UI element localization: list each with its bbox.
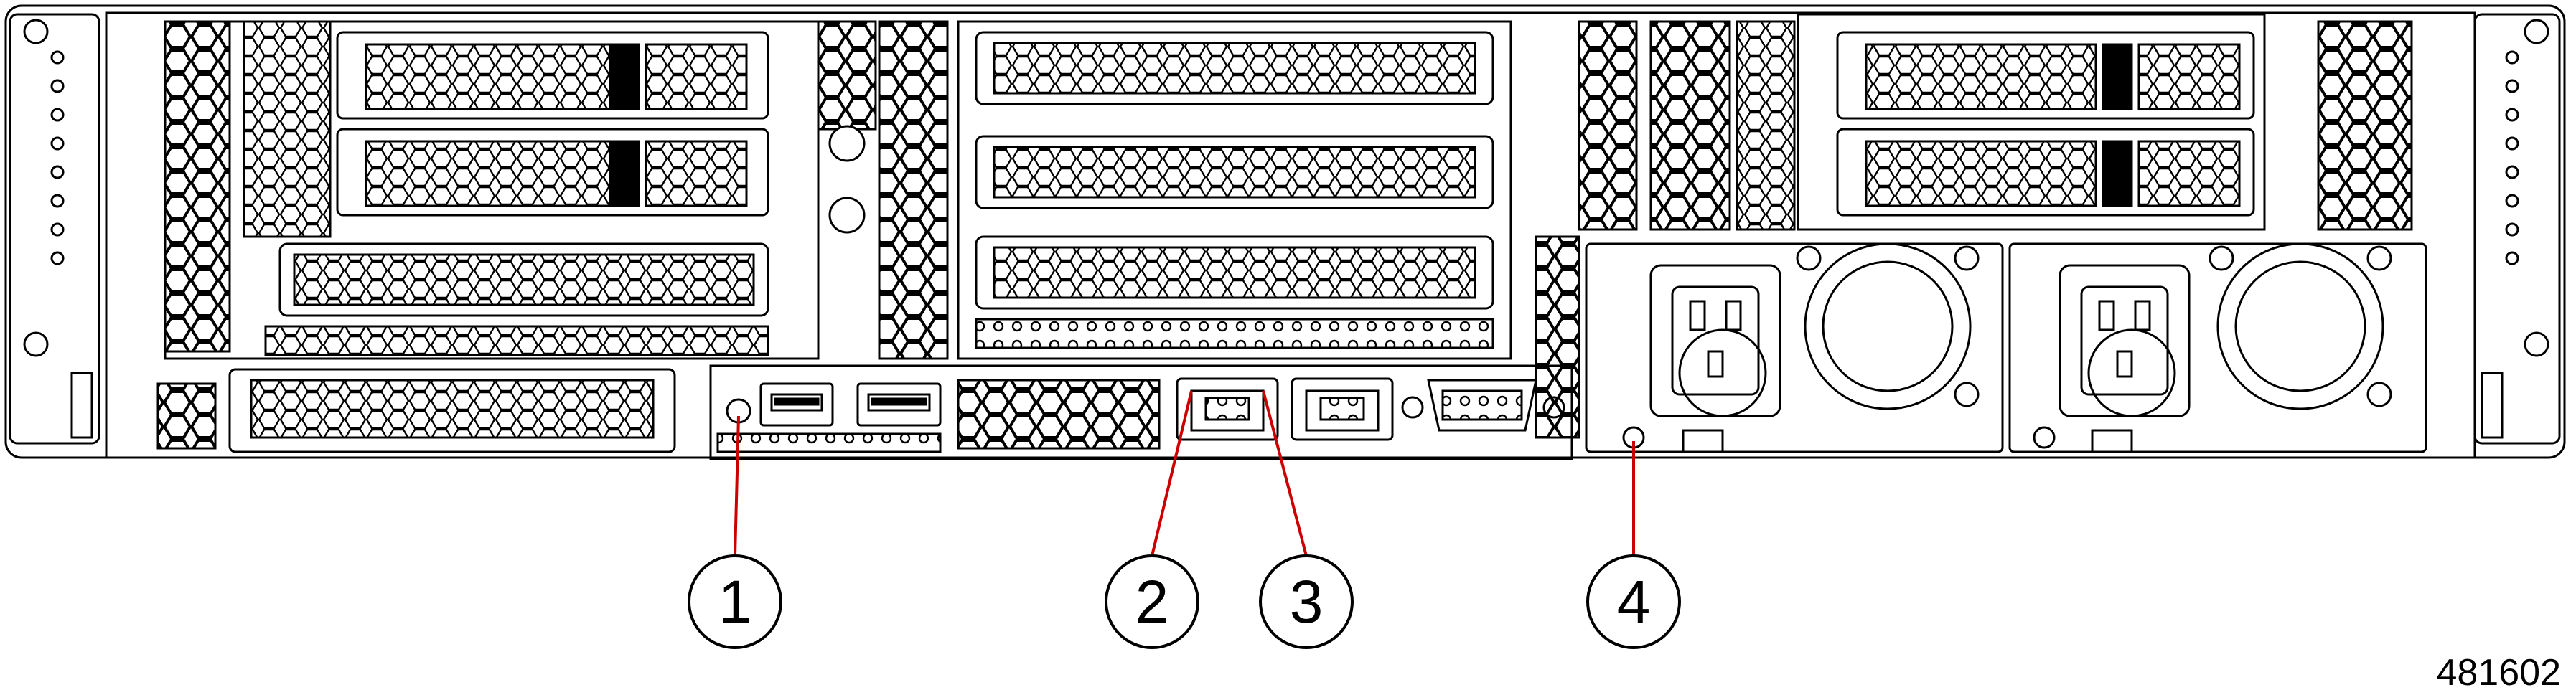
right-riser-vent-b (1649, 20, 1731, 231)
usb-port-2[interactable] (856, 382, 942, 427)
vga-screw-left (1401, 396, 1424, 419)
riser-thumbscrew-2 (828, 197, 866, 234)
psu2-status-led (2033, 426, 2056, 449)
left-riser (164, 20, 820, 360)
right-riser (1535, 13, 2413, 439)
pcie-slot-center-2 (975, 135, 1494, 209)
psu1-handle[interactable] (1682, 429, 1724, 453)
center-riser-vent-column (878, 20, 949, 360)
callouts: 1 2 3 4 (688, 554, 1681, 649)
callout-4: 4 (1586, 554, 1681, 649)
center-vent-block (957, 379, 1161, 450)
leader-line-2 (1151, 390, 1193, 557)
center-riser-vent-left (817, 20, 877, 131)
pcie-slot-center-3 (975, 235, 1494, 310)
pcie-slot-left-full (278, 242, 769, 317)
right-riser-vent-a (1578, 20, 1638, 231)
right-side-vent (1535, 235, 1580, 439)
psu2-fan-icon (2209, 242, 2392, 410)
chassis (4, 4, 2566, 459)
power-supply-1 (1585, 242, 2004, 453)
psu1-fan-icon (1796, 242, 1980, 410)
left-riser-bottom-vent (264, 325, 769, 356)
usb-port-1[interactable] (759, 382, 834, 427)
callout-label-2: 2 (1135, 568, 1169, 635)
io-panel-bottom-vents (716, 432, 942, 453)
left-ear-screw-icon (23, 19, 49, 44)
rear-drive-bay-2[interactable] (336, 128, 769, 217)
right-ear-vent-holes (2505, 50, 2519, 265)
psu1-retention-clip (1678, 328, 1767, 417)
power-supply-2 (2008, 242, 2427, 453)
callout-leaders (734, 390, 1635, 557)
management-ethernet-port[interactable] (1176, 377, 1279, 441)
io-panel (709, 364, 1573, 460)
rear-drive-bay-4[interactable] (1836, 128, 2255, 217)
leader-line-1 (734, 415, 740, 557)
callout-label-3: 3 (1290, 568, 1324, 635)
left-riser-vent-top (243, 20, 332, 238)
riser-thumbscrew-1 (828, 125, 866, 162)
rear-drive-bay-3[interactable] (1836, 31, 2255, 120)
right-riser-vent-d (2317, 20, 2413, 231)
psu2-handle[interactable] (2091, 429, 2133, 453)
right-rack-ear (2473, 13, 2561, 445)
ethernet-port[interactable] (1291, 377, 1394, 441)
right-ear-screw-icon (2524, 19, 2549, 44)
callout-label-4: 4 (1617, 568, 1651, 635)
figure-id: 481602 (2436, 652, 2561, 694)
vga-port[interactable] (1401, 379, 1565, 432)
leader-line-3 (1262, 390, 1308, 557)
callout-1: 1 (688, 554, 782, 649)
left-ear-vent-holes (50, 50, 65, 265)
left-rack-ear (9, 13, 100, 445)
callout-3: 3 (1259, 554, 1354, 649)
pcie-slot-left-low-profile (156, 368, 676, 453)
psu2-retention-clip (2087, 328, 2176, 417)
right-riser-vent-c (1736, 20, 1796, 231)
callout-label-1: 1 (718, 568, 752, 635)
center-riser-bottom-vent (975, 318, 1494, 349)
callout-2: 2 (1105, 554, 1199, 649)
pcie-slot-center-1 (975, 31, 1494, 105)
center-riser (817, 20, 1512, 360)
left-riser-vent-column (164, 20, 231, 353)
left-lower-vent (156, 382, 217, 450)
rear-drive-bay-1[interactable] (336, 31, 769, 120)
